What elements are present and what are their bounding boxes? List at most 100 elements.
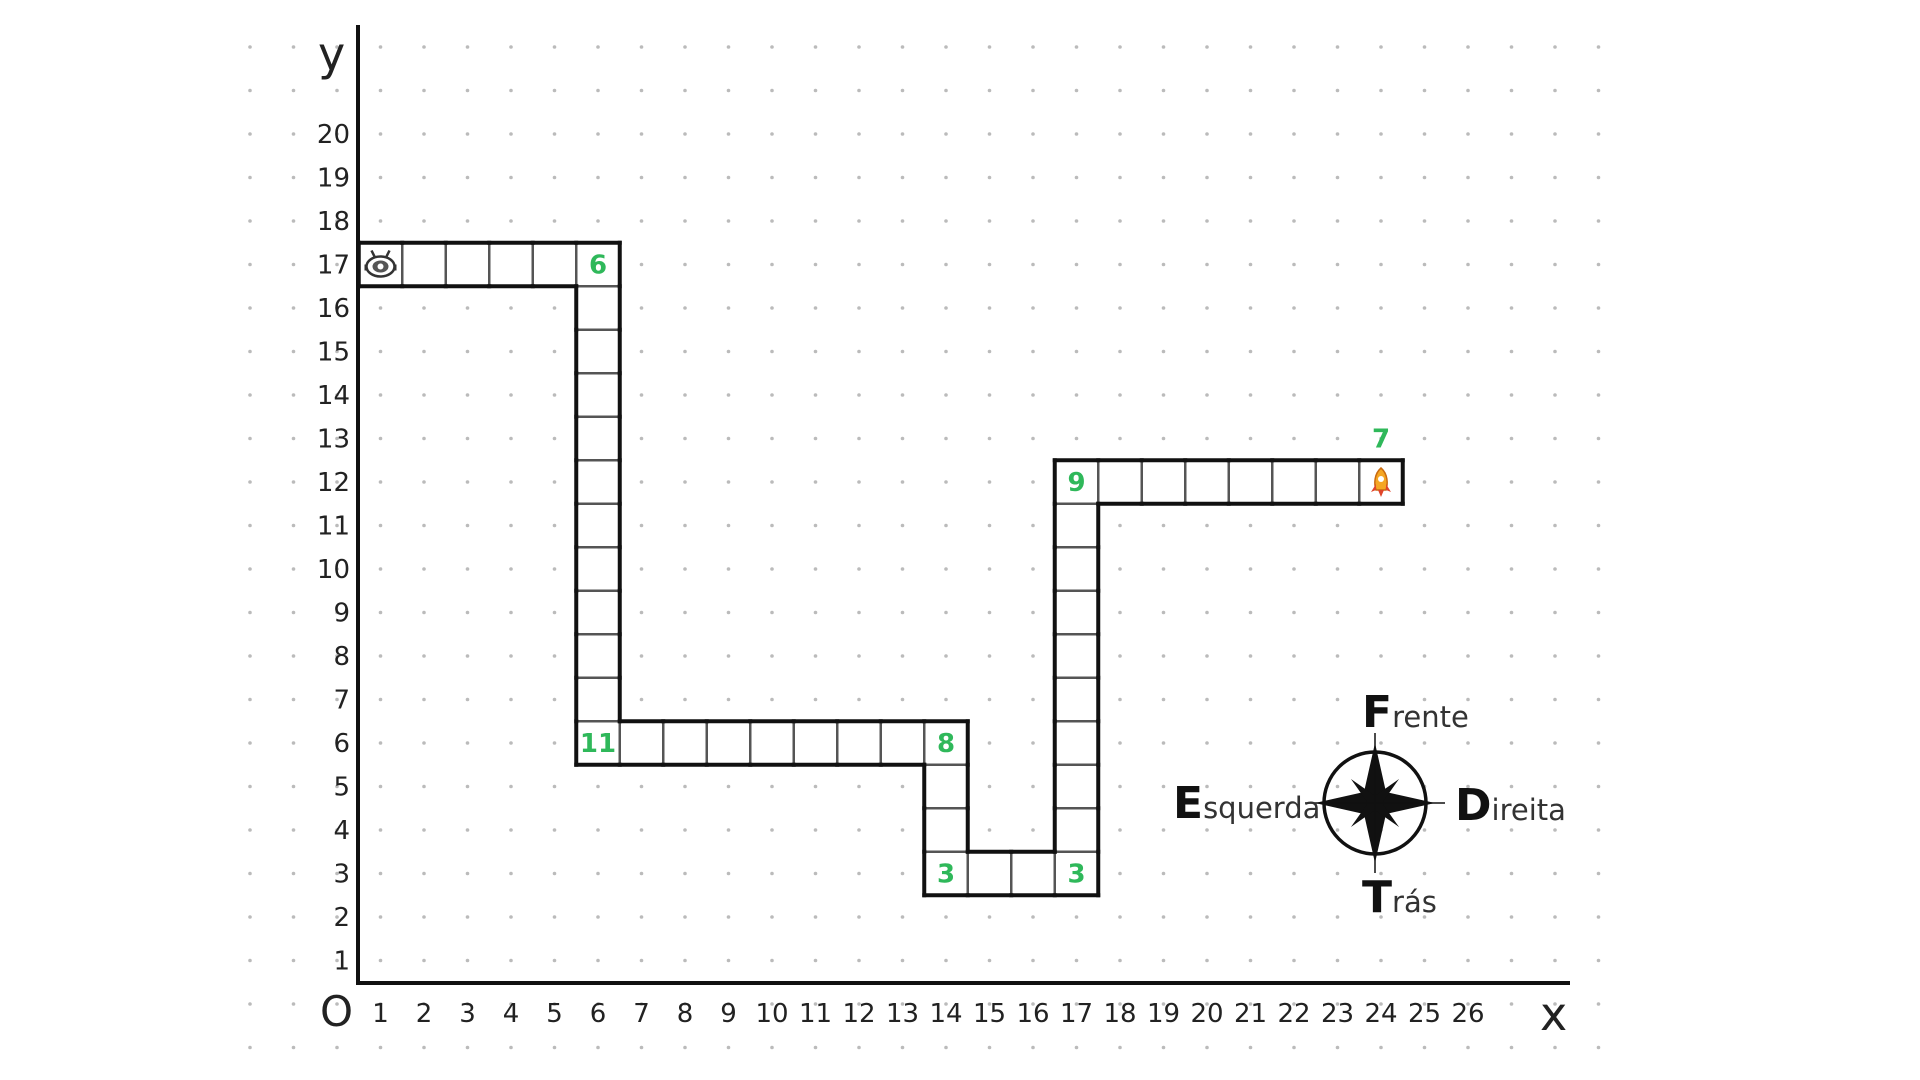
- grid-dot: [1118, 349, 1122, 354]
- grid-dot: [1031, 741, 1035, 745]
- grid-dot: [596, 219, 600, 223]
- y-tick-label: 11: [317, 512, 350, 542]
- grid-dot: [683, 262, 687, 267]
- path-cell: [1053, 807, 1100, 853]
- grid-dot: [1031, 523, 1035, 528]
- grid-dot: [1118, 523, 1122, 528]
- grid-dot: [1031, 45, 1035, 49]
- grid-dot: [422, 436, 426, 441]
- grid-dot: [987, 654, 992, 658]
- grid-dot: [335, 262, 339, 267]
- grid-dot: [1379, 45, 1383, 49]
- grid-dot: [248, 262, 252, 267]
- grid-dot: [378, 349, 383, 354]
- grid-dot: [1118, 393, 1122, 397]
- grid-dot: [422, 958, 426, 963]
- grid-dot: [639, 175, 644, 180]
- grid-dot: [378, 567, 383, 571]
- grid-dot: [987, 1045, 992, 1050]
- grid-dot: [552, 784, 557, 789]
- grid-dot: [465, 480, 470, 484]
- grid-dot: [422, 349, 426, 354]
- grid-dot: [291, 306, 296, 310]
- compass-rose: [1305, 733, 1445, 873]
- grid-dot: [291, 871, 296, 876]
- grid-dot: [378, 1045, 383, 1050]
- grid-dot: [465, 567, 470, 571]
- grid-dot: [1509, 306, 1514, 310]
- grid-dot: [987, 697, 992, 702]
- grid-dot: [465, 523, 470, 528]
- grid-dot: [378, 219, 383, 223]
- grid-dot: [1205, 697, 1209, 702]
- grid-dot: [1248, 393, 1253, 397]
- grid-dot: [900, 828, 905, 832]
- grid-dot: [509, 958, 513, 963]
- grid-dot: [291, 958, 296, 963]
- grid-dot: [1248, 1045, 1253, 1050]
- grid-dot: [552, 523, 557, 528]
- grid-dot: [770, 175, 774, 180]
- grid-dot: [683, 175, 687, 180]
- grid-dot: [900, 1002, 905, 1006]
- grid-dot: [1509, 741, 1514, 745]
- grid-dot: [248, 306, 252, 310]
- grid-dot: [1074, 436, 1079, 441]
- grid-dot: [509, 393, 513, 397]
- grid-dot: [248, 610, 252, 615]
- grid-dot: [1466, 1045, 1470, 1050]
- grid-dot: [1292, 88, 1296, 93]
- grid-dot: [1205, 523, 1209, 528]
- grid-dot: [900, 306, 905, 310]
- grid-dot: [1031, 958, 1035, 963]
- grid-dot: [1292, 958, 1296, 963]
- grid-dot: [857, 219, 861, 223]
- step-count-label: 11: [580, 729, 616, 759]
- path-cell: [1053, 763, 1100, 810]
- grid-dot: [683, 654, 687, 658]
- grid-dot: [987, 915, 992, 919]
- grid-dot: [552, 741, 557, 745]
- grid-dot: [1031, 436, 1035, 441]
- grid-dot: [1205, 741, 1209, 745]
- grid-dot: [987, 1002, 992, 1006]
- grid-dot: [509, 828, 513, 832]
- grid-dot: [335, 393, 339, 397]
- grid-dot: [1118, 132, 1122, 136]
- grid-dot: [1379, 349, 1383, 354]
- grid-dot: [1596, 523, 1601, 528]
- grid-dot: [1161, 871, 1166, 876]
- grid-dot: [422, 741, 426, 745]
- grid-dot: [639, 262, 644, 267]
- grid-dot: [726, 1002, 731, 1006]
- grid-dot: [1205, 958, 1209, 963]
- grid-dot: [1161, 828, 1166, 832]
- grid-dot: [1205, 88, 1209, 93]
- grid-dot: [1553, 262, 1557, 267]
- grid-dot: [1596, 349, 1601, 354]
- grid-dot: [1379, 219, 1383, 223]
- grid-dot: [770, 1045, 774, 1050]
- grid-dot: [987, 262, 992, 267]
- grid-dot: [1161, 88, 1166, 93]
- grid-dot: [291, 741, 296, 745]
- grid-dot: [291, 480, 296, 484]
- grid-dot: [1596, 915, 1601, 919]
- grid-dot: [683, 306, 687, 310]
- grid-dot: [683, 567, 687, 571]
- grid-dot: [1379, 654, 1383, 658]
- grid-dot: [422, 523, 426, 528]
- grid-dot: [596, 132, 600, 136]
- grid-dot: [944, 1045, 948, 1050]
- grid-dot: [1074, 262, 1079, 267]
- grid-dot: [726, 828, 731, 832]
- grid-dot: [1031, 349, 1035, 354]
- grid-dot: [1118, 741, 1122, 745]
- path-cell: [923, 763, 969, 810]
- grid-dot: [291, 610, 296, 615]
- grid-dot: [596, 1002, 600, 1006]
- grid-dot: [1335, 349, 1340, 354]
- grid-dot: [1205, 610, 1209, 615]
- x-tick-label: 15: [973, 999, 1006, 1029]
- grid-dot: [291, 175, 296, 180]
